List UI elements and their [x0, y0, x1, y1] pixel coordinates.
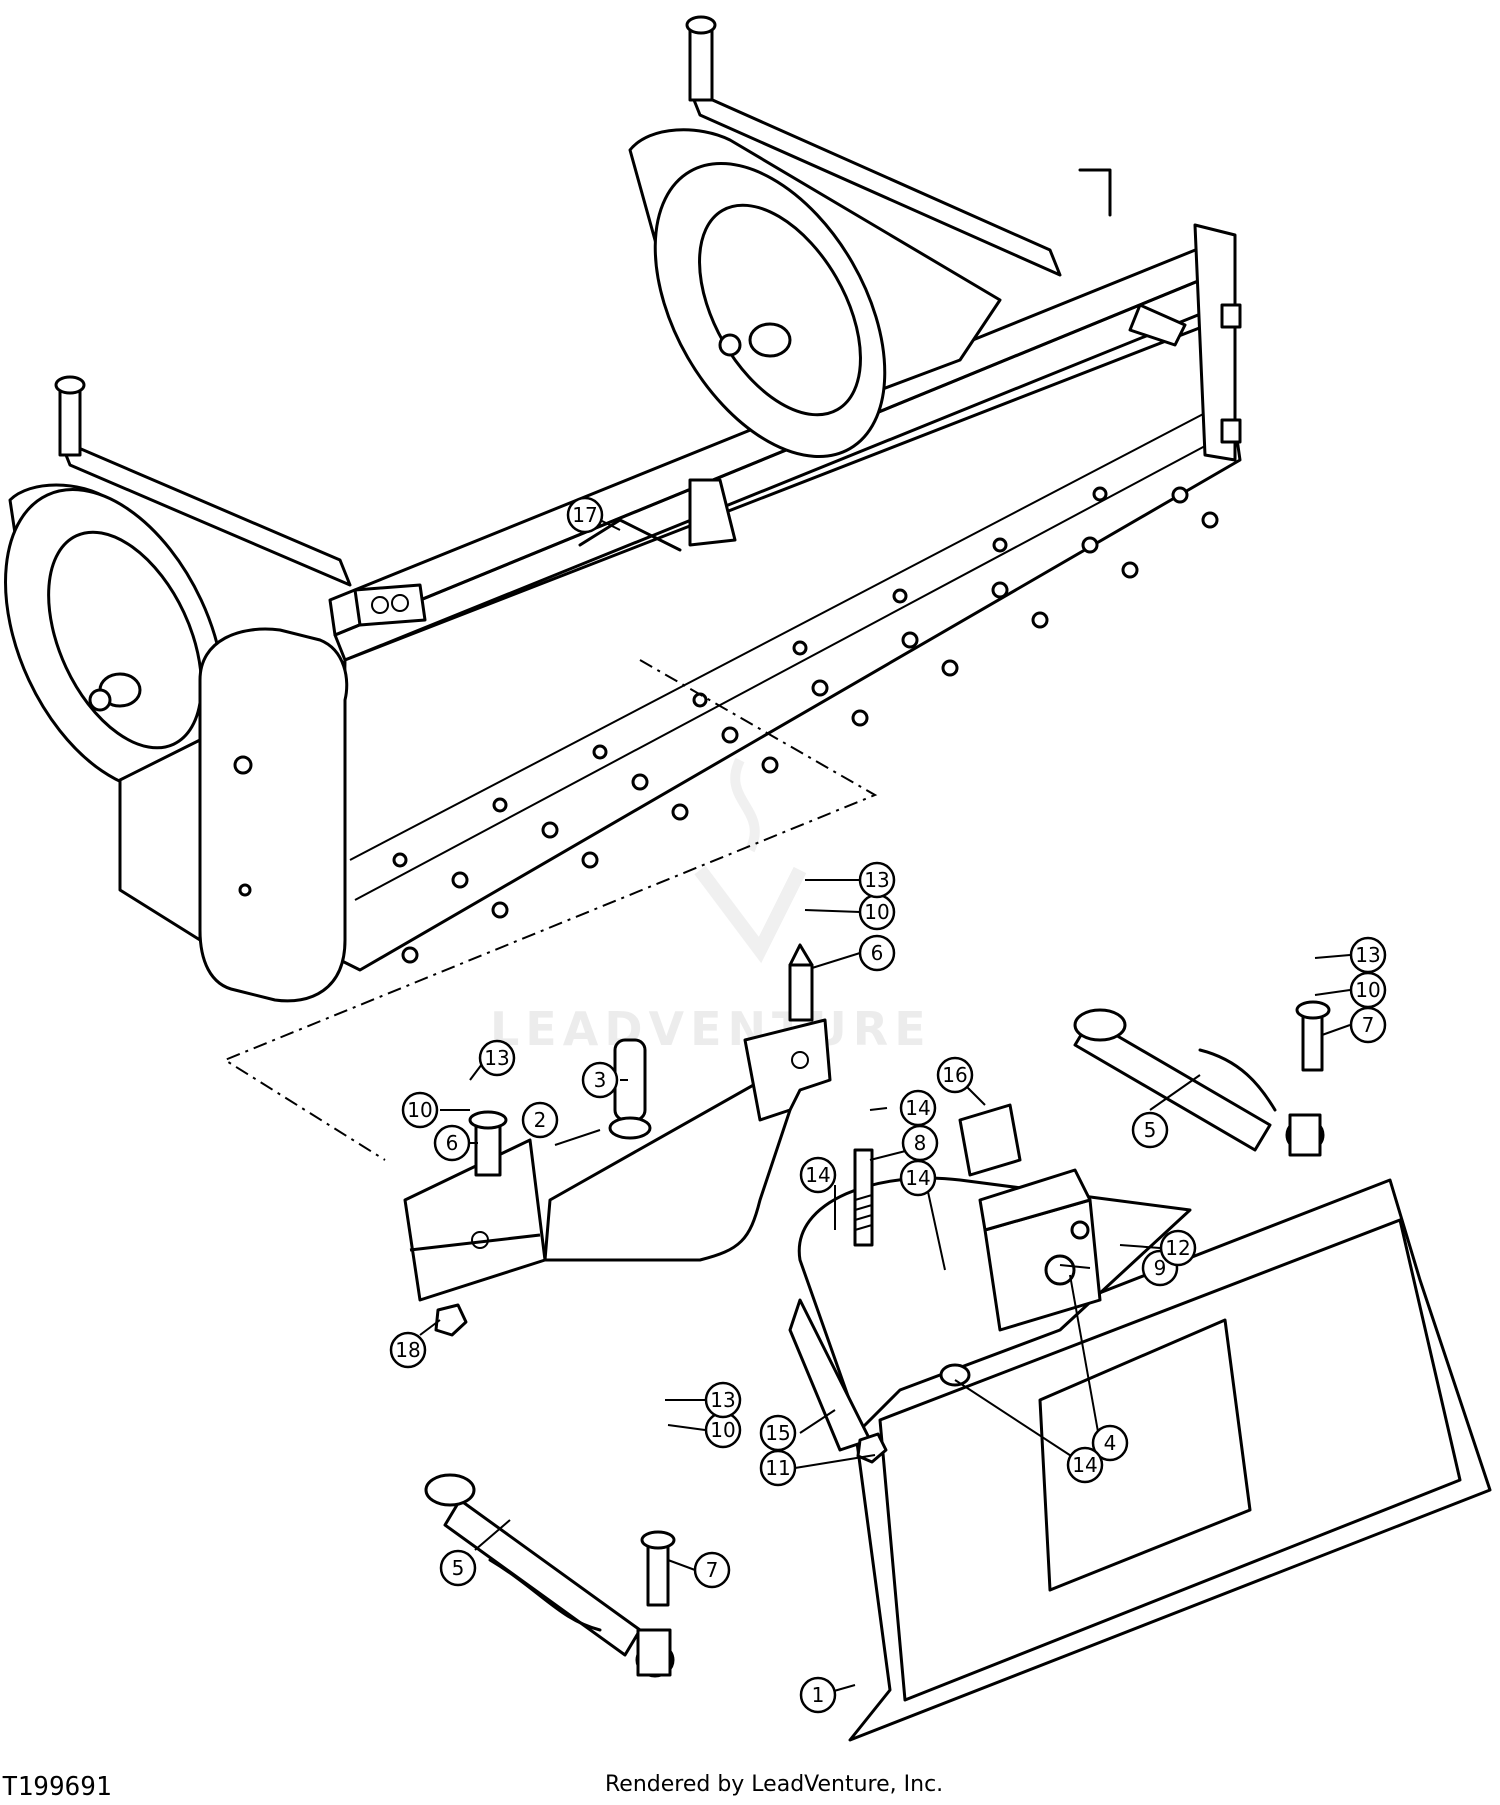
callout-7-right: 7: [1349, 1006, 1387, 1044]
arm-bracket-right: [743, 1018, 832, 1122]
callout-8: 8: [901, 1124, 939, 1162]
nut-11: [856, 1432, 888, 1464]
svg-text:14: 14: [1072, 1453, 1097, 1477]
callout-16: 16: [936, 1056, 974, 1094]
mount-arm: [543, 1068, 792, 1262]
svg-text:16: 16: [942, 1063, 967, 1087]
svg-text:5: 5: [452, 1556, 465, 1580]
svg-text:10: 10: [710, 1418, 735, 1442]
callout-5-left: 5: [439, 1549, 477, 1587]
left-top-arm: [58, 438, 352, 587]
right-end-plate: [1193, 223, 1237, 462]
callout-15: 15: [759, 1414, 797, 1452]
callout-1: 1: [799, 1676, 837, 1714]
svg-text:7: 7: [1362, 1013, 1375, 1037]
mount-plate-side: [788, 1298, 872, 1452]
callout-13-b: 13: [1349, 936, 1387, 974]
svg-text:15: 15: [765, 1421, 790, 1445]
plug-cap: [939, 1363, 971, 1387]
left-pivot-post: [58, 383, 82, 457]
hitch-bracket-right: [1128, 303, 1187, 347]
housing-side-plate: [118, 738, 202, 942]
callout-18: 18: [389, 1331, 427, 1369]
svg-text:13: 13: [710, 1388, 735, 1412]
pivot-pin-3: [613, 1038, 647, 1122]
cylinder-left: [424, 1473, 675, 1678]
right-top-arm: [688, 88, 1062, 277]
callout-13-a: 13: [858, 861, 896, 899]
mount-arm-assembly: [403, 943, 832, 1337]
handle-bar: [1078, 168, 1112, 217]
callout-6-right: 6: [858, 934, 896, 972]
decal-16: [958, 1103, 1022, 1177]
svg-text:11: 11: [765, 1456, 790, 1480]
svg-text:4: 4: [1104, 1431, 1117, 1455]
svg-text:10: 10: [407, 1098, 432, 1122]
mounting-outline: [222, 659, 878, 1161]
svg-text:9: 9: [1154, 1256, 1167, 1280]
render-credit: Rendered by LeadVenture, Inc.: [605, 1772, 944, 1797]
callout-5-right: 5: [1131, 1111, 1169, 1149]
u-bolt-17: [578, 518, 682, 552]
callout-11: 11: [759, 1449, 797, 1487]
callout-7-left: 7: [693, 1551, 731, 1589]
right-pivot-post: [688, 23, 714, 102]
svg-text:13: 13: [484, 1046, 509, 1070]
svg-text:2: 2: [534, 1108, 547, 1132]
right-wheel: [628, 128, 1002, 458]
callout-14-a: 14: [899, 1089, 937, 1127]
callout-10-c: 10: [401, 1091, 439, 1129]
svg-text:17: 17: [572, 503, 597, 527]
svg-text:1: 1: [812, 1683, 825, 1707]
svg-text:14: 14: [905, 1166, 930, 1190]
callout-3: 3: [581, 1061, 619, 1099]
callout-2: 2: [521, 1101, 559, 1139]
left-wheel: [4, 483, 226, 792]
leader-lines: [419, 519, 1351, 1696]
plate-window: [1038, 1318, 1252, 1592]
figure-id: T199691: [2, 1772, 112, 1802]
quick-attach-assembly: [788, 1103, 1492, 1742]
svg-text:14: 14: [805, 1163, 830, 1187]
callout-10-d: 10: [704, 1411, 742, 1449]
nut-18: [434, 1303, 468, 1337]
drum-line-2: [354, 429, 1236, 901]
leadventure-watermark: LEADVENTURE: [490, 757, 932, 1056]
callout-4: 4: [1091, 1424, 1129, 1462]
callout-14-d: 14: [1066, 1446, 1104, 1484]
svg-text:7: 7: [706, 1558, 719, 1582]
drum-line: [349, 399, 1231, 861]
callout-14-b: 14: [799, 1156, 837, 1194]
rake-assembly: [4, 15, 1242, 1003]
callout-14-c: 14: [899, 1159, 937, 1197]
watermark-text: LEADVENTURE: [490, 1002, 932, 1056]
svg-text:5: 5: [1144, 1118, 1157, 1142]
svg-text:13: 13: [1355, 943, 1380, 967]
callout-6-left: 6: [433, 1124, 471, 1162]
svg-text:8: 8: [914, 1131, 927, 1155]
callout-13-c: 13: [478, 1039, 516, 1077]
svg-text:12: 12: [1165, 1236, 1190, 1260]
svg-text:3: 3: [594, 1068, 607, 1092]
svg-text:10: 10: [1355, 978, 1380, 1002]
svg-text:13: 13: [864, 868, 889, 892]
callout-13-d: 13: [704, 1381, 742, 1419]
svg-text:10: 10: [864, 900, 889, 924]
cylinder-right: [1073, 1008, 1325, 1157]
drum-teeth: [392, 486, 1219, 964]
svg-text:14: 14: [905, 1096, 930, 1120]
callout-10-a: 10: [858, 893, 896, 931]
svg-text:18: 18: [395, 1338, 420, 1362]
callout-10-b: 10: [1349, 971, 1387, 1009]
chain-drive-housing: [198, 627, 349, 1003]
svg-text:6: 6: [871, 941, 884, 965]
hitch-bracket-left: [353, 583, 427, 627]
callout-17: 17: [566, 496, 604, 534]
callout-12: 12: [1159, 1229, 1197, 1267]
pin-6-right: [788, 963, 814, 1022]
pin-7-left: [646, 1538, 670, 1607]
svg-text:6: 6: [446, 1131, 459, 1155]
hitch-bracket-center: [688, 478, 737, 547]
